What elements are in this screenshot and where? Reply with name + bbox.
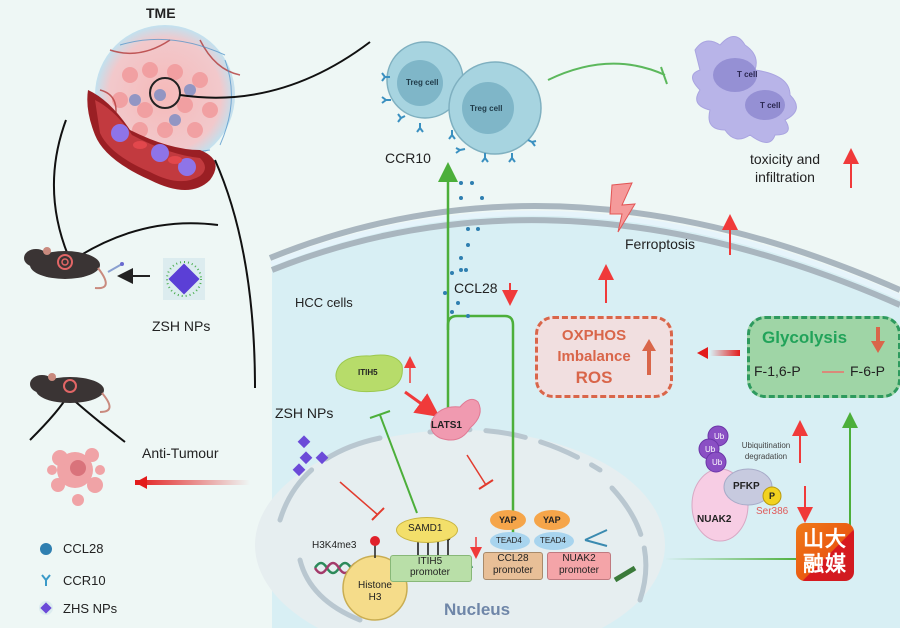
f6p-label: F-6-P [850, 363, 885, 379]
tme-label: TME [146, 5, 176, 21]
samd1-inhibits-itih5-line [379, 414, 418, 514]
h3k4me3-mark-icon [370, 536, 380, 546]
phosphate-label: P [769, 491, 776, 501]
treg-cell-1-label: Treg cell [406, 78, 439, 87]
itih5-protein [335, 354, 403, 393]
watermark-logo: 山大 融媒 [796, 523, 854, 581]
itih5-label: ITIH5 [358, 368, 378, 377]
ccl28-dots [443, 181, 484, 318]
zsh-nps-label: ZSH NPs [275, 405, 334, 421]
ubiquitination-label: Ubiquitination degradation [730, 440, 802, 462]
promoter-text-3: promoter [558, 565, 599, 576]
ubiquitination-text: Ubiquitination [741, 441, 791, 450]
ub-1-label: Ub [714, 432, 725, 441]
zhs-np-icon [39, 601, 53, 615]
itih5-promoter [390, 555, 472, 582]
yap-1-label: YAP [499, 515, 517, 525]
imbalance-label: Imbalance [557, 348, 631, 365]
cell-membrane-inner [270, 217, 900, 308]
phosphate-icon [762, 486, 782, 506]
t-cell-2-label: T cell [760, 101, 781, 110]
degradation-text: degradation [744, 452, 788, 461]
mouse-cured-icon [30, 373, 111, 413]
samd1-label: SAMD1 [408, 523, 443, 534]
yap-tead4-complex [490, 510, 574, 550]
ccr10-receptor-icon [41, 574, 51, 586]
ccl28-label: CCL28 [454, 280, 498, 296]
ub-2-label: Ub [705, 445, 716, 454]
tead4-2-label: TEAD4 [540, 536, 566, 545]
treg-cell-2 [448, 61, 542, 155]
itih5-promoter-text: ITIH5 [417, 556, 443, 567]
itih5-to-lats1-arrow [404, 390, 440, 418]
syringe-icon [107, 262, 124, 273]
lats1-label: LATS1 [431, 420, 462, 431]
glycolysis-label: Glycolysis [762, 328, 848, 347]
mrna-transcript-icon [584, 529, 608, 547]
zsh-np-cluster [292, 435, 329, 477]
conversion-line [822, 371, 844, 373]
watermark-line1: 山大 [803, 528, 847, 551]
glycolysis-box: Glycolysis F-1,6-P F-6-P [747, 316, 900, 398]
ros-label: ROS [575, 368, 613, 387]
ccl28-promoter-text: CCL28 [497, 553, 529, 564]
ub-3-icon [705, 451, 727, 473]
oxphos-label: OXPHOS [561, 327, 627, 344]
lats1-protein [430, 398, 481, 441]
treg-cell-2-label: Treg cell [470, 104, 503, 113]
oxphos-imbalance-ros-box: OXPHOS Imbalance ROS [535, 316, 673, 398]
ferroptosis-label: Ferroptosis [625, 236, 696, 252]
nuak2-promoter-link-line [665, 558, 800, 560]
histone-label: Histone H3 [347, 580, 403, 604]
lats1-inhibition-line [466, 454, 487, 486]
legend-zhs-nps-label: ZHS NPs [63, 601, 118, 616]
yap-2-label: YAP [543, 515, 561, 525]
lightning-icon [609, 182, 636, 233]
ub-3-label: Ub [712, 458, 723, 467]
ccr10-receptors [381, 72, 537, 163]
anti-tumour-arrow-head [135, 476, 147, 489]
nuak2-label: NUAK2 [697, 514, 732, 525]
inhibition-bar [660, 66, 668, 85]
tme-tumor-illustration [87, 25, 241, 190]
glycolysis-down-arrow [871, 327, 885, 353]
itih5-promoter-label: ITIH5 promoter [390, 556, 470, 578]
hcc-cells-label: HCC cells [295, 295, 353, 310]
nuak2-promoter: NUAK2 promoter [547, 552, 611, 580]
nuak2-promoter-text: NUAK2 [562, 553, 596, 564]
legend-ccl28-label: CCL28 [63, 541, 104, 556]
histone-text: Histone [358, 580, 392, 591]
oxphos-up-arrow [642, 339, 656, 375]
watermark-line2: 融媒 [803, 553, 847, 576]
ccr10-label: CCR10 [385, 150, 431, 166]
h3k4me3-label: H3K4me3 [312, 540, 357, 551]
ccl28-promoter: CCL28 promoter [483, 552, 543, 580]
legend-ccr10-label: CCR10 [63, 573, 106, 588]
pfkp-label: PFKP [733, 481, 760, 492]
h3-text: H3 [368, 592, 382, 603]
tcell-effect-label: toxicity and infiltration [749, 151, 821, 185]
f16p-label: F-1,6-P [754, 363, 801, 379]
cell-membrane-outer [268, 203, 900, 293]
promoter-text: promoter [409, 567, 450, 578]
tead4-1-label: TEAD4 [496, 536, 522, 545]
nps-inhibition-line [339, 481, 379, 516]
samd1-protein [396, 517, 458, 543]
treg-inhibition-line [547, 62, 666, 81]
zsh-nps-injection-label: ZSH NPs [152, 318, 211, 334]
mouse-treated-icon [24, 247, 107, 290]
promoter-text-2: promoter [492, 565, 533, 576]
ser386-label: Ser386 [756, 506, 789, 517]
t-cells [692, 36, 797, 143]
ccl28-dot-icon [40, 543, 52, 555]
t-cell-1-label: T cell [737, 70, 758, 79]
zsh-np-large-icon [163, 258, 205, 300]
nucleus-label: Nucleus [444, 600, 511, 619]
glycolysis-to-oxphos-arrow [710, 350, 740, 356]
tumor-regressed-icon [47, 448, 105, 506]
anti-tumour-arrow-shaft [135, 480, 250, 485]
anti-tumour-label: Anti-Tumour [142, 445, 219, 461]
